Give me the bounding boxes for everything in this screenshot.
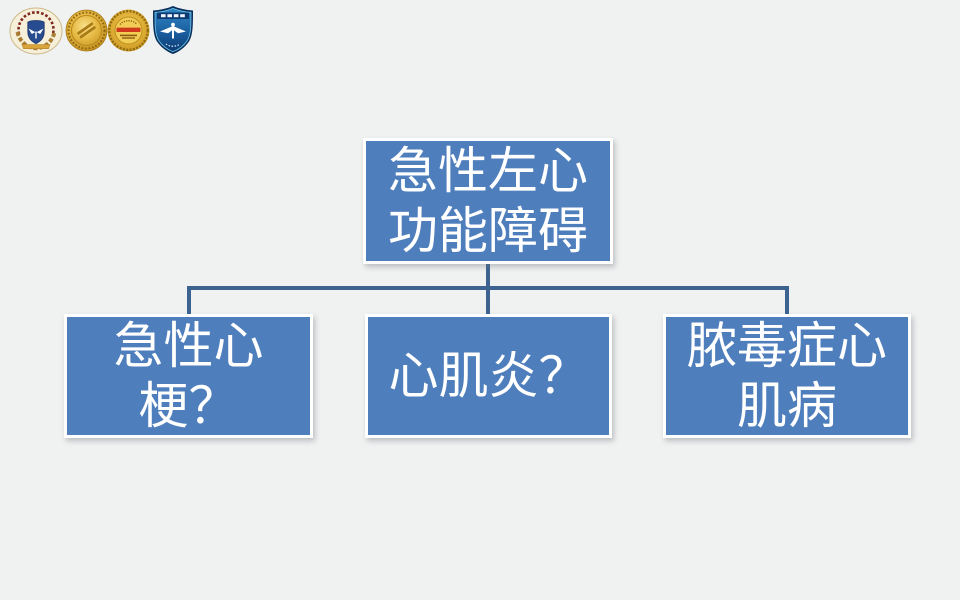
connector-branch-horizontal	[187, 286, 789, 290]
connector-branch-left	[187, 288, 191, 316]
gold-ornate-medal-logo	[107, 9, 150, 52]
node-label: 急性心梗？	[113, 318, 264, 434]
node-myocarditis: 心肌炎？	[365, 314, 612, 438]
node-label: 心肌炎？	[388, 348, 589, 404]
node-septic-cardiomyopathy: 脓毒症心 肌病	[663, 314, 911, 438]
node-label: 脓毒症心 肌病	[687, 318, 887, 434]
node-acute-left-heart-dysfunction: 急性左心 功能障碍	[363, 138, 613, 264]
node-label: 急性左心 功能障碍	[388, 143, 588, 259]
node-acute-myocardial-infarction: 急性心梗？	[64, 314, 313, 438]
logo-strip	[0, 0, 210, 60]
hospital-round-seal-logo	[9, 7, 63, 55]
gold-coin-medal-logo	[65, 9, 108, 52]
connector-root-to-branch	[486, 264, 490, 316]
connector-branch-right	[785, 288, 789, 316]
blue-shield-hospital-logo	[151, 5, 195, 55]
